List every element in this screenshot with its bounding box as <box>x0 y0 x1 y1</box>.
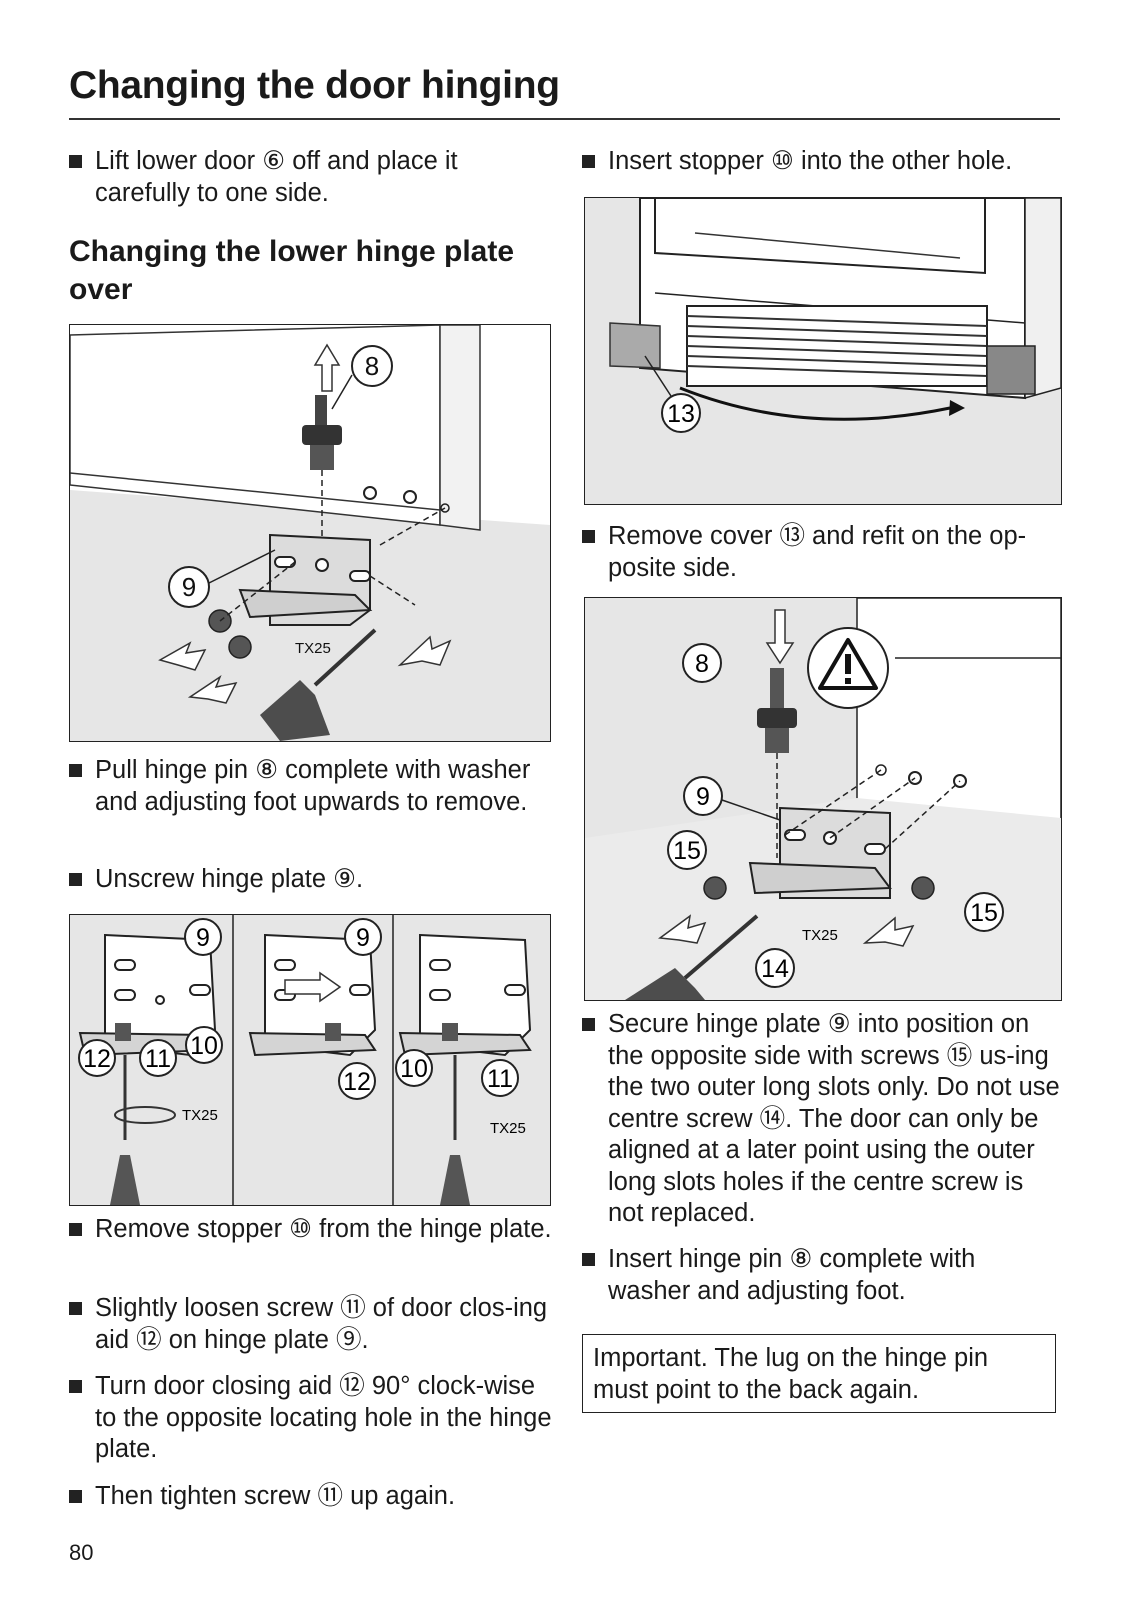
callout-label: 15 <box>673 837 701 865</box>
figure-hinge-pin-removal: 8 9 TX25 <box>69 324 551 742</box>
bullet-square-icon <box>69 1490 82 1503</box>
title-rule <box>69 118 1060 120</box>
callout-label: 9 <box>696 783 710 811</box>
page-number: 80 <box>69 1540 94 1565</box>
left-bullet-5: Slightly loosen screw ⑪ of door clos-ing… <box>69 1293 559 1356</box>
important-note-box: Important. The lug on the hinge pin must… <box>582 1334 1056 1413</box>
left-bullet-2: Pull hinge pin ⑧ complete with washer an… <box>69 755 559 818</box>
callout-label: 13 <box>667 400 695 428</box>
bullet-square-icon <box>582 1018 595 1031</box>
callout-label: 11 <box>145 1045 171 1073</box>
bullet-square-icon <box>69 764 82 777</box>
page-title: Changing the door hinging <box>69 64 560 107</box>
callout-label: 9 <box>356 924 370 952</box>
tool-label: TX25 <box>295 640 331 657</box>
right-bullet-1: Insert stopper ⑩ into the other hole. <box>582 146 1062 178</box>
bullet-square-icon <box>69 155 82 168</box>
left-bullet-1: Lift lower door ⑥ off and place it caref… <box>69 146 559 209</box>
callout-label: 15 <box>970 899 998 927</box>
bullet-square-icon <box>69 1302 82 1315</box>
callout-label: 10 <box>190 1032 218 1060</box>
right-bullet-2: Remove cover ⑬ and refit on the op-posit… <box>582 521 1062 584</box>
bullet-square-icon <box>69 1223 82 1236</box>
right-bullet-4: Insert hinge pin ⑧ complete with washer … <box>582 1244 1062 1307</box>
left-bullet-7: Then tighten screw ⑪ up again. <box>69 1481 559 1513</box>
section-subheading: Changing the lower hinge plate over <box>69 235 515 306</box>
bullet-square-icon <box>69 1380 82 1393</box>
bullet-square-icon <box>582 530 595 543</box>
tool-label: TX25 <box>490 1120 526 1137</box>
figure-door-closing-aid: 9 12 11 10 TX25 9 12 10 11 TX25 <box>69 914 551 1206</box>
callout-label: 8 <box>365 351 379 381</box>
callout-label: 10 <box>400 1055 428 1083</box>
callout-label: 9 <box>196 924 210 952</box>
figure-cover-removal: 13 <box>584 197 1062 505</box>
figure-hinge-plate-refit: 8 9 15 15 14 TX25 <box>584 597 1062 1001</box>
bullet-square-icon <box>582 1253 595 1266</box>
callout-label: 11 <box>487 1065 513 1093</box>
right-bullet-3: Secure hinge plate ⑨ into position on th… <box>582 1009 1062 1230</box>
tool-label: TX25 <box>802 927 838 944</box>
left-bullet-6: Turn door closing aid ⑫ 90° clock-wise t… <box>69 1371 559 1466</box>
callout-label: 8 <box>695 650 709 678</box>
bullet-square-icon <box>69 873 82 886</box>
left-bullet-4: Remove stopper ⑩ from the hinge plate. <box>69 1214 559 1246</box>
callout-label: 9 <box>182 572 196 602</box>
tool-label: TX25 <box>182 1107 218 1124</box>
callout-label: 12 <box>83 1045 111 1073</box>
left-bullet-3: Unscrew hinge plate ⑨. <box>69 864 559 896</box>
bullet-square-icon <box>582 155 595 168</box>
callout-label: 12 <box>343 1068 371 1096</box>
callout-label: 14 <box>761 955 789 983</box>
